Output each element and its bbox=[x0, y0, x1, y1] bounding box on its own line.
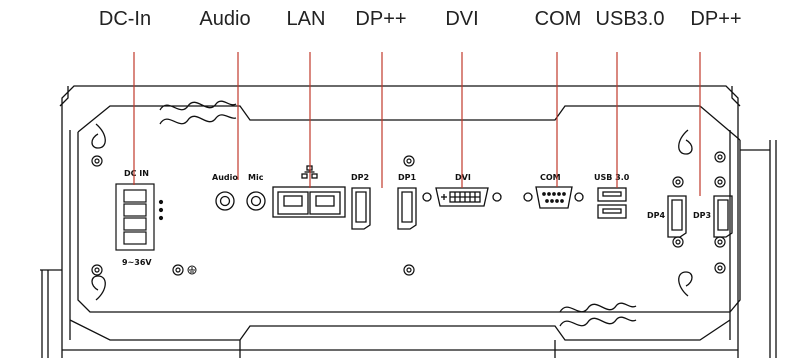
callout-label-lan: LAN bbox=[286, 8, 326, 30]
panel-text-com: COM bbox=[540, 173, 561, 182]
callout-label-dp-plus-1: DP++ bbox=[355, 8, 407, 30]
callout-label-audio: Audio bbox=[199, 8, 251, 30]
panel-text-dvi: DVI bbox=[455, 173, 471, 182]
dc-in-connector bbox=[115, 183, 164, 251]
usb3-ports bbox=[597, 187, 627, 219]
panel-text-audio: Audio bbox=[212, 173, 238, 182]
panel-text-voltage: 9~36V bbox=[122, 258, 152, 267]
callout-label-dc-in: DC-In bbox=[98, 8, 152, 30]
panel-text-dp4: DP4 bbox=[647, 211, 666, 220]
dvi-port bbox=[422, 187, 502, 207]
panel-plate bbox=[62, 100, 741, 358]
dp-ports-right bbox=[667, 195, 733, 238]
mounting-screws bbox=[91, 151, 726, 276]
panel-text-usb: USB 3.0 bbox=[594, 173, 630, 182]
chassis-frame bbox=[40, 85, 777, 358]
callout-label-usb3: USB3.0 bbox=[595, 8, 665, 30]
dp-ports-left bbox=[351, 187, 417, 230]
ground-icon bbox=[187, 265, 197, 275]
audio-jacks bbox=[215, 191, 266, 211]
panel-text-dp1: DP1 bbox=[398, 173, 417, 182]
callout-label-com: COM bbox=[534, 8, 582, 30]
callout-label-dp-plus-2: DP++ bbox=[690, 8, 742, 30]
com-port bbox=[523, 186, 584, 209]
panel-text-dp2: DP2 bbox=[351, 173, 369, 182]
panel-text-mic: Mic bbox=[248, 173, 264, 182]
callout-label-dvi: DVI bbox=[445, 8, 479, 30]
panel-text-dp3: DP3 bbox=[693, 211, 711, 220]
callout-leader-lines bbox=[133, 52, 701, 196]
lan-ports bbox=[272, 186, 346, 218]
panel-text-dc-in: DC IN bbox=[124, 169, 149, 178]
